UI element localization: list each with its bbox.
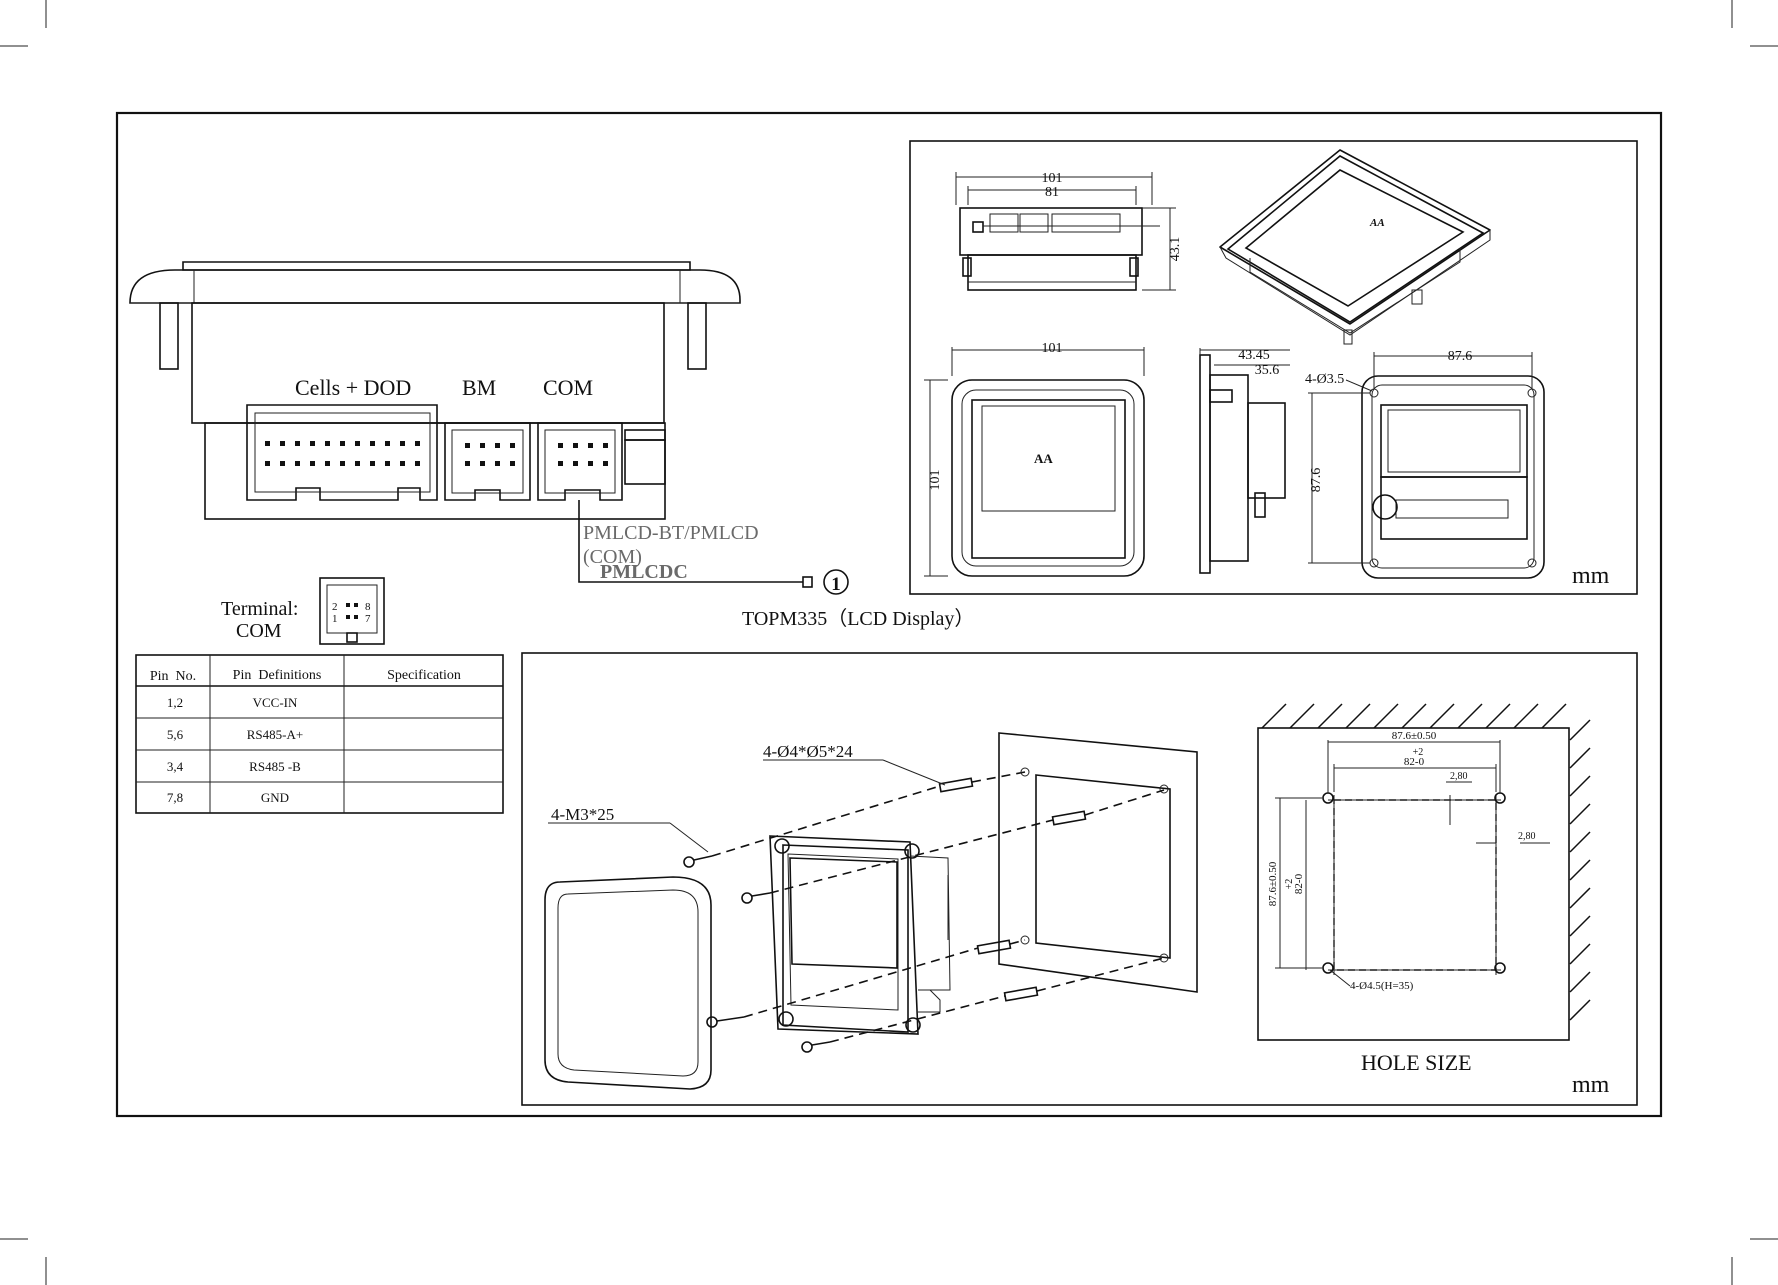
isometric-view: AA xyxy=(1219,149,1491,345)
front-logo: AA xyxy=(1034,451,1053,466)
unit-label-top: mm xyxy=(1572,563,1610,589)
com-cable: 1 PMLCD-BT/PMLCD (COM) PMLCDC TOPM335（LC… xyxy=(578,500,974,630)
terminal-pin-1: 1 xyxy=(332,613,338,625)
dim-side-depth: 43.45 xyxy=(1238,348,1270,363)
cable-label-sub: PMLCDC xyxy=(600,561,688,583)
dim-hole-height: 87.6±0.50 xyxy=(1267,861,1279,906)
dim-rear-width: 87.6 xyxy=(1448,349,1473,364)
table-cell-def: GND xyxy=(261,790,289,805)
port-label-cells-dod: Cells + DOD xyxy=(295,375,411,400)
com-pins xyxy=(558,443,608,466)
port-label-bm: BM xyxy=(462,375,496,400)
dim-hole-inner: 82-0 xyxy=(1404,756,1425,768)
table-cell-pin: 5,6 xyxy=(167,727,184,742)
cable-label-line2: (COM) xyxy=(583,546,642,568)
port-label-com: COM xyxy=(543,375,593,400)
device-side-view: Cells + DOD BM COM xyxy=(129,261,741,520)
table-cell-pin: 3,4 xyxy=(167,759,184,774)
callout-number: 1 xyxy=(831,574,841,595)
assembly-lines xyxy=(711,771,1165,1043)
dim-side-inner: 35.6 xyxy=(1255,363,1280,378)
screw-label: 4-M3*25 xyxy=(551,805,614,824)
dim-hole-inner-tol: +2 xyxy=(1413,747,1424,758)
wall-anchors xyxy=(938,777,1087,1002)
terminal-label-line1: Terminal: xyxy=(221,598,298,620)
table-cell-pin: 1,2 xyxy=(167,695,183,710)
terminal-pin-2: 2 xyxy=(332,601,338,613)
dim-top-inner: 81 xyxy=(1045,185,1059,200)
hole-size-drawing: 87.6±0.50 +2 82-0 2,80 2,80 87.6±0.50 +2… xyxy=(1257,703,1591,1041)
front-view: 101 101 AA xyxy=(924,341,1145,577)
iso-logo: AA xyxy=(1369,217,1385,229)
dimension-panel: 101 81 43.1 AA 101 101 AA xyxy=(909,140,1638,595)
table-cell-def: RS485-A+ xyxy=(247,727,303,742)
dim-top-width: 101 xyxy=(1042,171,1063,186)
dim-front-width: 101 xyxy=(1042,341,1063,356)
dim-hole-width: 87.6±0.50 xyxy=(1392,730,1437,742)
pin-table: Pin No. Pin Definitions Specification 1,… xyxy=(135,654,504,814)
display-module xyxy=(769,835,951,1035)
dim-hole-inner-v-tol: +2 xyxy=(1284,879,1295,890)
table-cell-def: RS485 -B xyxy=(249,759,301,774)
mount-holes-label: 4-Ø4.5(H=35) xyxy=(1350,980,1414,992)
table-header-pin-definitions: Pin Definitions xyxy=(233,668,322,683)
unit-label-bottom: mm xyxy=(1572,1072,1610,1098)
screws xyxy=(683,855,831,1053)
terminal-label-line2: COM xyxy=(236,620,282,642)
rear-holes-label: 4-Ø3.5 xyxy=(1305,372,1344,387)
table-header-specification: Specification xyxy=(387,668,461,683)
outer-frame xyxy=(115,111,1663,1118)
anchor-label: 4-Ø4*Ø5*24 xyxy=(763,742,853,761)
dim-offset-2: 2,80 xyxy=(1518,831,1536,842)
device-caption: TOPM335（LCD Display） xyxy=(742,607,974,630)
front-bezel xyxy=(544,876,712,1090)
terminal-com: Terminal: COM 2 1 8 7 xyxy=(221,577,385,645)
wall-panel xyxy=(998,732,1198,993)
table-cell-pin: 7,8 xyxy=(167,790,183,805)
table-cell-def: VCC-IN xyxy=(253,695,298,710)
dim-top-height: 43.1 xyxy=(1168,237,1183,262)
hole-size-caption: HOLE SIZE xyxy=(1361,1050,1472,1075)
rear-view: 87.6 87.6 4-Ø3.5 xyxy=(1305,349,1545,579)
top-view: 101 81 43.1 xyxy=(955,171,1183,291)
dim-rear-height: 87.6 xyxy=(1309,468,1324,493)
terminal-pin-7: 7 xyxy=(365,613,371,625)
dim-hole-inner-v: 82-0 xyxy=(1293,873,1305,894)
install-panel: 4-M3*25 4-Ø4*Ø5*24 xyxy=(521,652,1638,1106)
table-header-pin-no: Pin No. xyxy=(150,669,196,684)
terminal-pin-8: 8 xyxy=(365,601,371,613)
cable-label-line1: PMLCD-BT/PMLCD xyxy=(583,522,759,544)
side-view: 43.45 35.6 xyxy=(1199,348,1290,574)
dim-offset-1: 2,80 xyxy=(1450,771,1468,782)
cells-dod-pins xyxy=(265,441,420,466)
dim-front-height: 101 xyxy=(928,470,943,491)
bm-pins xyxy=(465,443,515,466)
